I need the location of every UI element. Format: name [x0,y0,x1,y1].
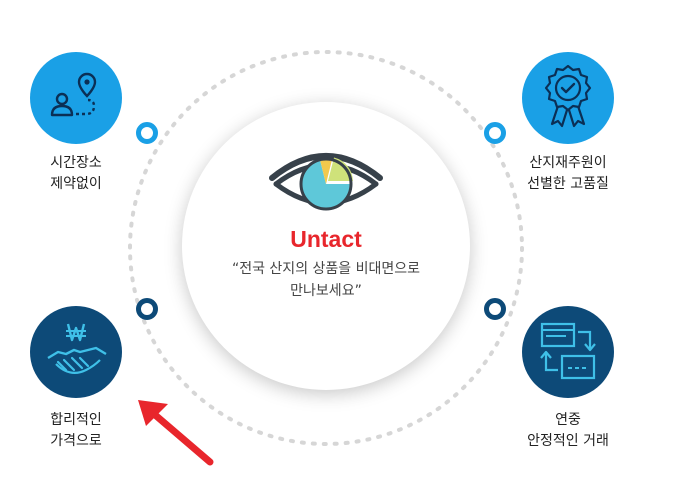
location-route-icon [50,72,97,117]
feature-stable-trade-label: 연중 안정적인 거래 [498,410,638,452]
ring-dot-top-right [484,122,506,144]
feature-time-place-line2: 제약없이 [50,176,102,192]
feature-price-line1: 합리적인 [50,412,102,428]
eye-pie-chart-icon [269,153,383,211]
feature-price-circle [30,306,122,398]
feature-quality-line2: 선별한 고품질 [527,176,609,192]
handshake-won-icon [47,323,107,375]
feature-time-place-line1: 시간장소 [50,155,102,171]
feature-stable-trade-line1: 연중 [555,412,581,428]
feature-price-label: 합리적인 가격으로 [16,410,136,452]
exchange-transfer-icon [540,322,596,380]
quality-badge-icon [544,64,592,128]
ring-dot-bottom-left [136,298,158,320]
feature-quality-label: 산지재주원이 선별한 고품질 [498,153,638,195]
ring-dot-top-left [136,122,158,144]
red-pointer-arrow-icon [138,400,214,466]
feature-quality-line1: 산지재주원이 [529,155,607,171]
center-title: Untact [290,226,362,252]
feature-time-place-circle [30,52,122,144]
feature-price-line2: 가격으로 [50,433,102,449]
feature-stable-trade-circle [522,306,614,398]
center-quote: “전국 산지의 상품을 비대면으로 만나보세요” [200,258,452,302]
feature-time-place-label: 시간장소 제약없이 [16,153,136,195]
center-circle [182,102,470,390]
feature-quality-circle [522,52,614,144]
center-quote-line2: 만나보세요” [290,283,362,299]
feature-stable-trade-line2: 안정적인 거래 [527,433,609,449]
center-quote-line1: “전국 산지의 상품을 비대면으로 [231,261,421,277]
ring-dot-bottom-right [484,298,506,320]
